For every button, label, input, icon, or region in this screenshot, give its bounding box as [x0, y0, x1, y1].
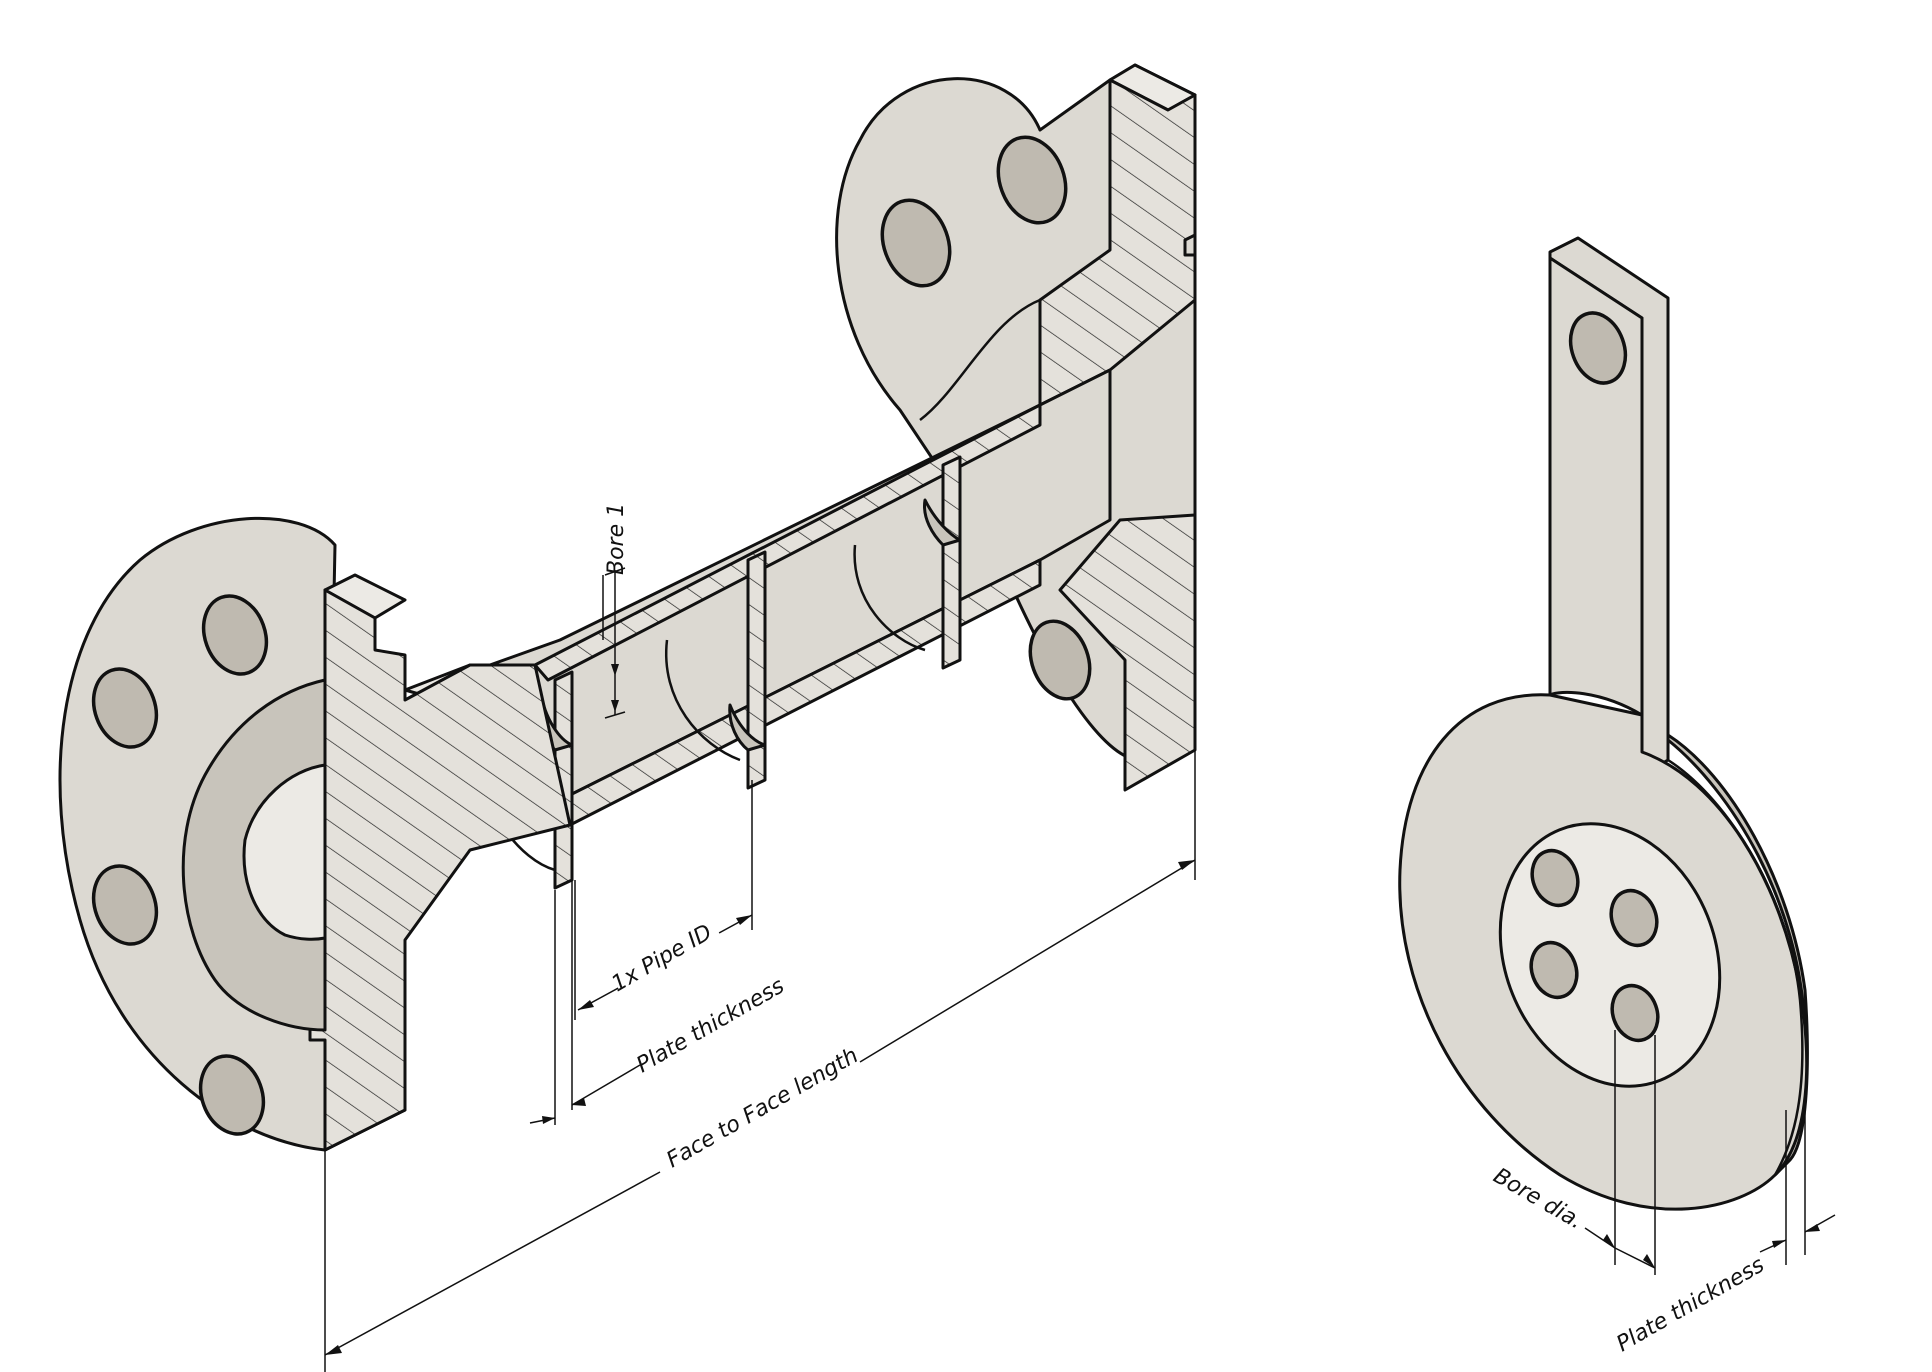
bore-hole	[1530, 848, 1580, 908]
label-face-to-face: Face to Face length	[663, 1043, 863, 1173]
flange-bolt-hole	[1028, 619, 1092, 701]
flanged-meter-run: Bore 1 1x Pipe ID Plate thickness	[58, 63, 1197, 1372]
label-plate-thickness-assembly: Plate thickness	[633, 974, 789, 1079]
flange-bolt-hole	[91, 864, 159, 946]
flange-bolt-hole	[91, 667, 159, 749]
flange-bolt-hole	[201, 594, 269, 676]
handle-hole	[1568, 311, 1628, 385]
bore-hole	[1609, 888, 1659, 948]
label-bore-1: Bore 1	[604, 503, 629, 575]
flange-bolt-hole	[198, 1054, 266, 1136]
bore-hole	[1529, 940, 1579, 1000]
right-flange	[835, 63, 1197, 792]
meter-tube	[403, 368, 1112, 872]
orifice-plate-sections	[538, 455, 962, 890]
dimension-bore-1: Bore 1	[602, 503, 629, 719]
flange-bolt-hole	[996, 135, 1068, 225]
bore-hole	[1610, 983, 1660, 1043]
flange-bolt-hole	[880, 198, 952, 288]
paddle-orifice-plate: Bore dia. Plate thickness	[1398, 236, 1836, 1358]
dimension-pipe-id: 1x Pipe ID	[574, 780, 753, 1020]
label-plate-thickness-plate: Plate thickness	[1613, 1253, 1769, 1358]
left-flange	[58, 516, 572, 1152]
